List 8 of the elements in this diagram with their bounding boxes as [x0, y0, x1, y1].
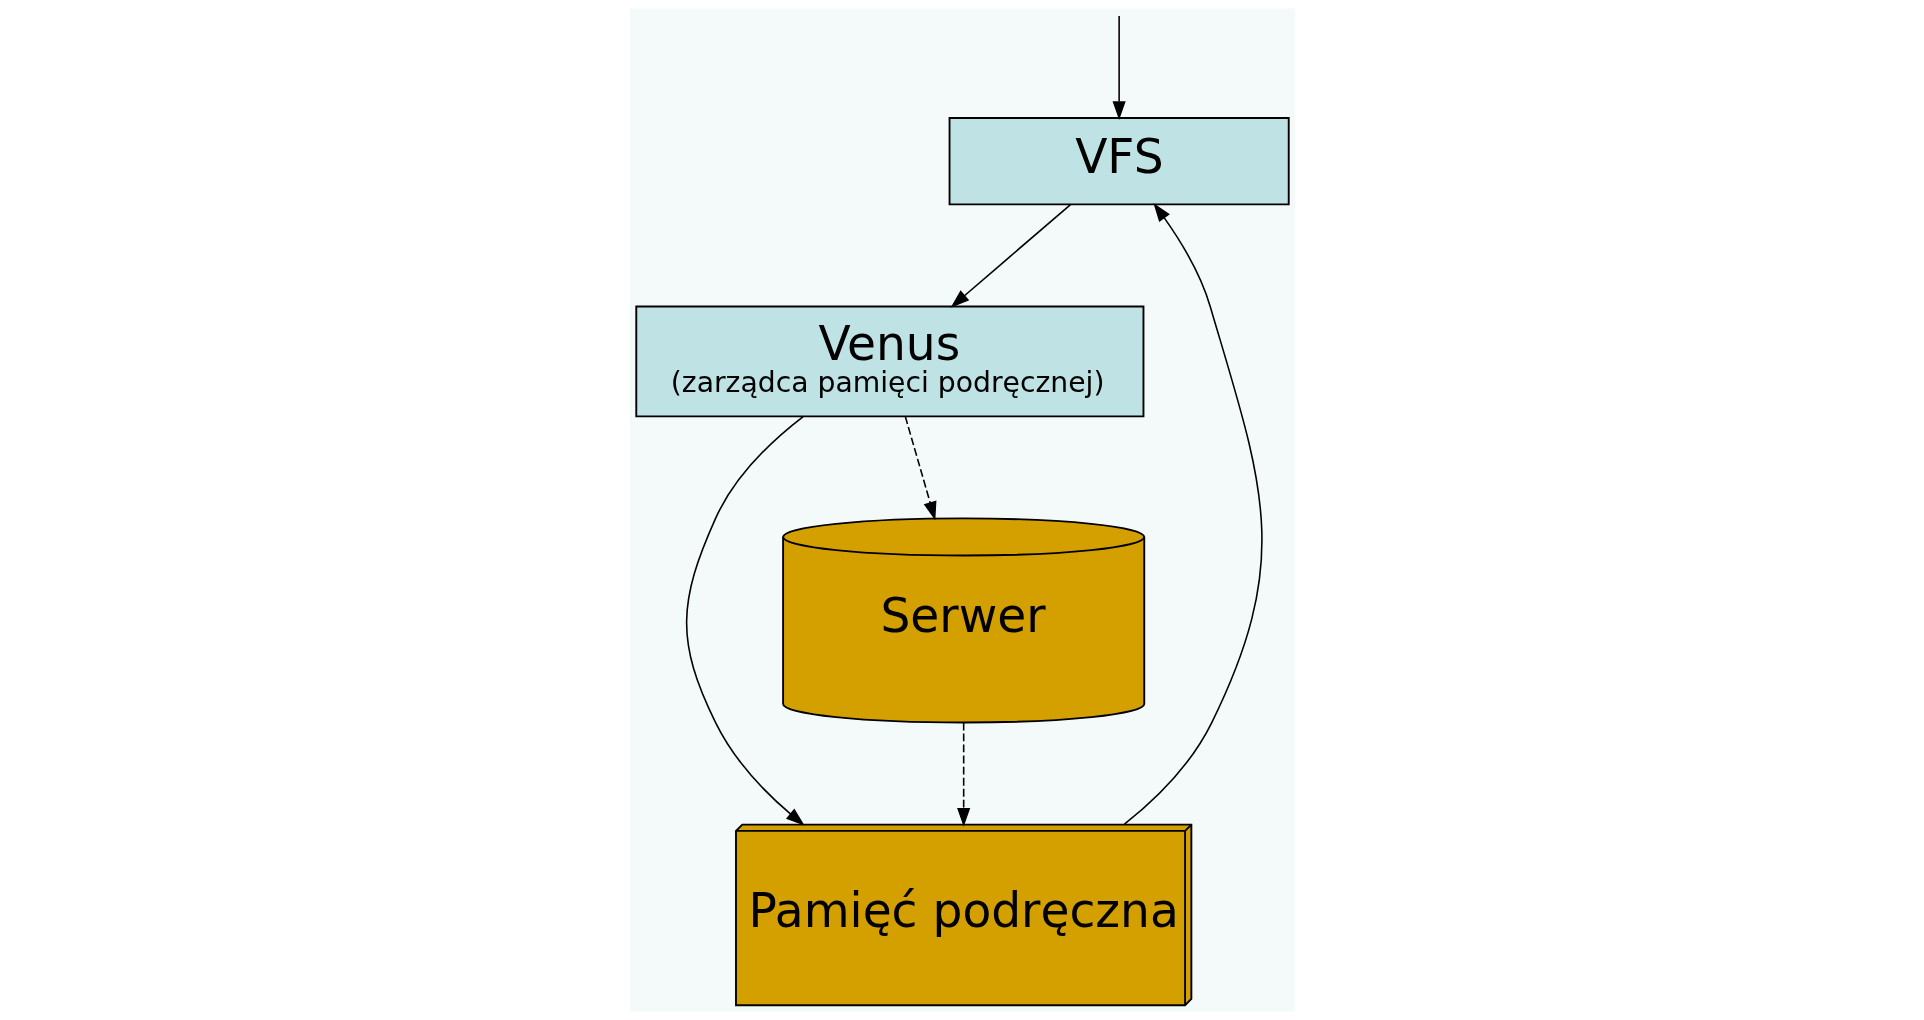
arrow	[1112, 15, 1126, 120]
arrow	[956, 721, 970, 827]
node-box: VFS	[948, 117, 1290, 206]
arrow	[1123, 203, 1263, 825]
arrow	[685, 415, 805, 826]
node-box: Venus (zarządca pamięci podręcznej)	[634, 305, 1144, 418]
arrow	[950, 203, 1071, 308]
arrow	[904, 415, 936, 521]
